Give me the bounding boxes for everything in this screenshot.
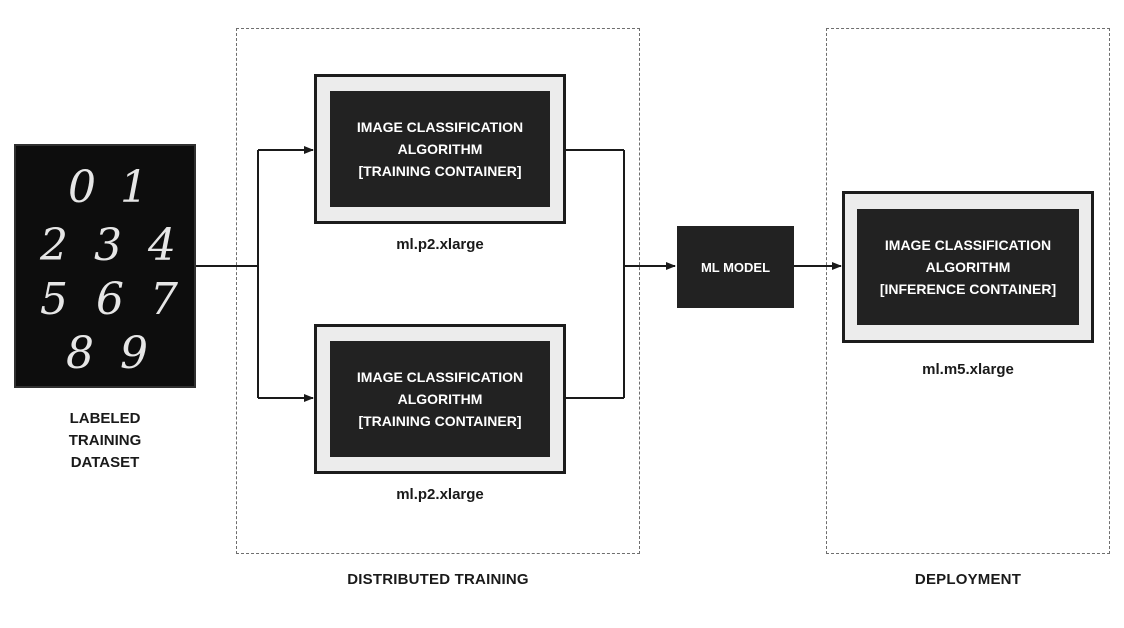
dataset-label: LABELED TRAINING DATASET — [14, 408, 196, 474]
instance-type-label-bottom: ml.p2.xlarge — [396, 486, 484, 503]
dataset-label-line: DATASET — [70, 454, 140, 471]
dataset-label-line: TRAINING — [68, 432, 142, 449]
instance-type-label-top: ml.p2.xlarge — [396, 236, 484, 253]
digit-5: 5 — [40, 274, 68, 325]
digit-9: 9 — [120, 328, 148, 379]
digit-2: 2 — [40, 220, 68, 271]
dataset-image: 0 1 2 3 4 5 6 7 8 9 — [14, 144, 196, 388]
algorithm-line: ALGORITHM — [397, 391, 483, 407]
deployment-label: DEPLOYMENT — [914, 571, 1022, 588]
deployment-region — [826, 28, 1110, 554]
algorithm-line: ALGORITHM — [397, 141, 483, 157]
dataset-label-line: LABELED — [69, 410, 141, 427]
algorithm-line: [INFERENCE CONTAINER] — [879, 281, 1057, 297]
digit-0: 0 — [68, 162, 96, 213]
inference-algorithm-box: IMAGE CLASSIFICATION ALGORITHM [INFERENC… — [857, 209, 1079, 325]
algorithm-line: ALGORITHM — [925, 259, 1011, 275]
digit-8: 8 — [66, 328, 94, 379]
digit-3: 3 — [94, 220, 122, 271]
ml-model-box: ML MODEL — [677, 226, 794, 308]
digit-7: 7 — [150, 274, 178, 325]
training-algorithm-box-top: IMAGE CLASSIFICATION ALGORITHM [TRAINING… — [330, 91, 550, 207]
instance-type-label-inference: ml.m5.xlarge — [922, 361, 1014, 378]
digit-1: 1 — [120, 162, 148, 213]
training-algorithm-box-bottom: IMAGE CLASSIFICATION ALGORITHM [TRAINING… — [330, 341, 550, 457]
digit-4: 4 — [148, 220, 176, 271]
algorithm-line: [TRAINING CONTAINER] — [358, 413, 522, 429]
algorithm-line: IMAGE CLASSIFICATION — [884, 237, 1052, 253]
distributed-training-region — [236, 28, 640, 554]
algorithm-line: IMAGE CLASSIFICATION — [356, 119, 524, 135]
algorithm-line: [TRAINING CONTAINER] — [358, 163, 522, 179]
algorithm-line: IMAGE CLASSIFICATION — [356, 369, 524, 385]
ml-model-label: ML MODEL — [700, 259, 771, 275]
digit-6: 6 — [96, 274, 124, 325]
distributed-training-label: DISTRIBUTED TRAINING — [347, 571, 529, 588]
